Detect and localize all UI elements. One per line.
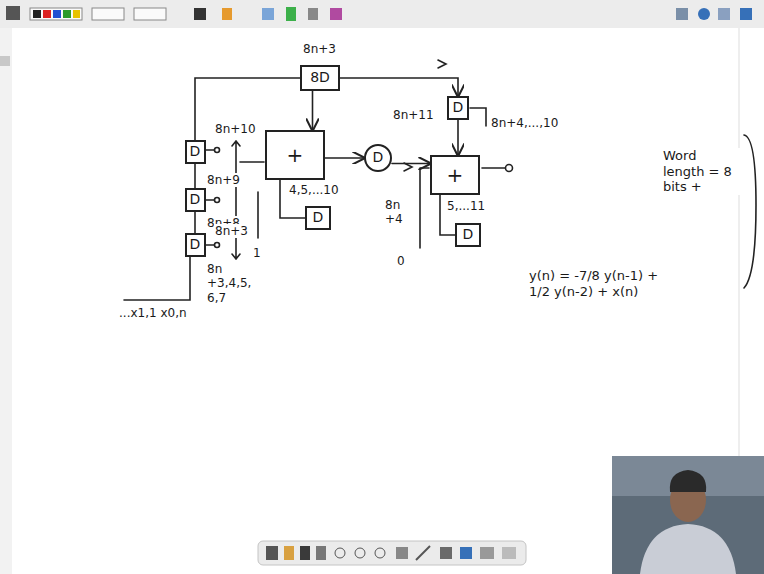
delay-8-block: 8D — [300, 65, 340, 91]
mux-wire — [240, 161, 264, 163]
signal-wire — [340, 78, 458, 96]
adder-block: + — [430, 155, 480, 195]
input-wire — [124, 257, 190, 300]
delay-block: D — [455, 223, 481, 247]
delay-block: D — [185, 233, 206, 257]
delay-block: D — [305, 206, 331, 230]
block-text: D — [190, 192, 201, 207]
select-wire — [257, 192, 259, 238]
annotation: 5,...11 — [446, 199, 486, 213]
annotation: 0 — [396, 254, 406, 268]
annotation: 8n+10 — [214, 122, 257, 136]
signal-wire — [194, 212, 196, 233]
switch-contact — [215, 243, 220, 248]
block-text: D — [463, 227, 474, 242]
delay-circle: D — [364, 144, 392, 172]
annotation: y(n) = -7/8 y(n-1) + 1/2 y(n-2) + x(n) — [528, 268, 670, 299]
switch-contact — [215, 198, 220, 203]
signal-wire — [457, 120, 459, 155]
annotation: 8n+9 — [206, 173, 241, 187]
output-terminal — [506, 165, 513, 172]
top-toolbar — [0, 0, 764, 28]
delay-block: D — [185, 140, 206, 164]
tap-wire — [470, 108, 486, 126]
page-icon — [0, 56, 10, 66]
signal-wire — [392, 163, 430, 165]
annotation: 8n+3 — [214, 224, 249, 238]
block-text: D — [313, 210, 324, 225]
annotation: 8n+3 — [302, 42, 337, 56]
annotation: Word length = 8 bits + — [662, 148, 742, 195]
annotation: ...x1,1 x0,n — [118, 306, 188, 320]
direction-mark — [438, 60, 446, 68]
tap-wire — [205, 150, 214, 245]
block-text: + — [287, 144, 304, 166]
annotation: 4,5,...10 — [288, 183, 340, 197]
adder-block: + — [265, 130, 325, 180]
output-wire — [482, 167, 505, 169]
left-margin — [0, 28, 12, 574]
block-text: D — [453, 100, 464, 115]
annotation: 8n +4 — [384, 198, 416, 227]
bracket — [744, 135, 756, 288]
annotation: 1 — [252, 246, 262, 260]
signal-wire — [194, 164, 196, 188]
annotation: 8n+4,...,10 — [490, 116, 559, 130]
block-text: + — [447, 164, 464, 186]
block-text: D — [190, 144, 201, 159]
delay-block: D — [447, 96, 469, 120]
toolbar-icons — [6, 6, 752, 21]
presenter-video — [612, 456, 764, 574]
switch-contact — [215, 148, 220, 153]
mux-wire — [420, 168, 429, 248]
annotation: 8n+11 — [392, 108, 435, 122]
signal-wire — [325, 157, 364, 159]
bottom-toolbar — [258, 541, 526, 565]
block-text: D — [190, 237, 201, 252]
annotation: 8n +3,4,5, 6,7 — [206, 262, 270, 305]
selector-arrow — [232, 141, 240, 259]
block-text: 8D — [310, 70, 330, 85]
signal-wire — [312, 91, 314, 130]
delay-block: D — [185, 188, 206, 212]
block-text: D — [373, 150, 384, 165]
